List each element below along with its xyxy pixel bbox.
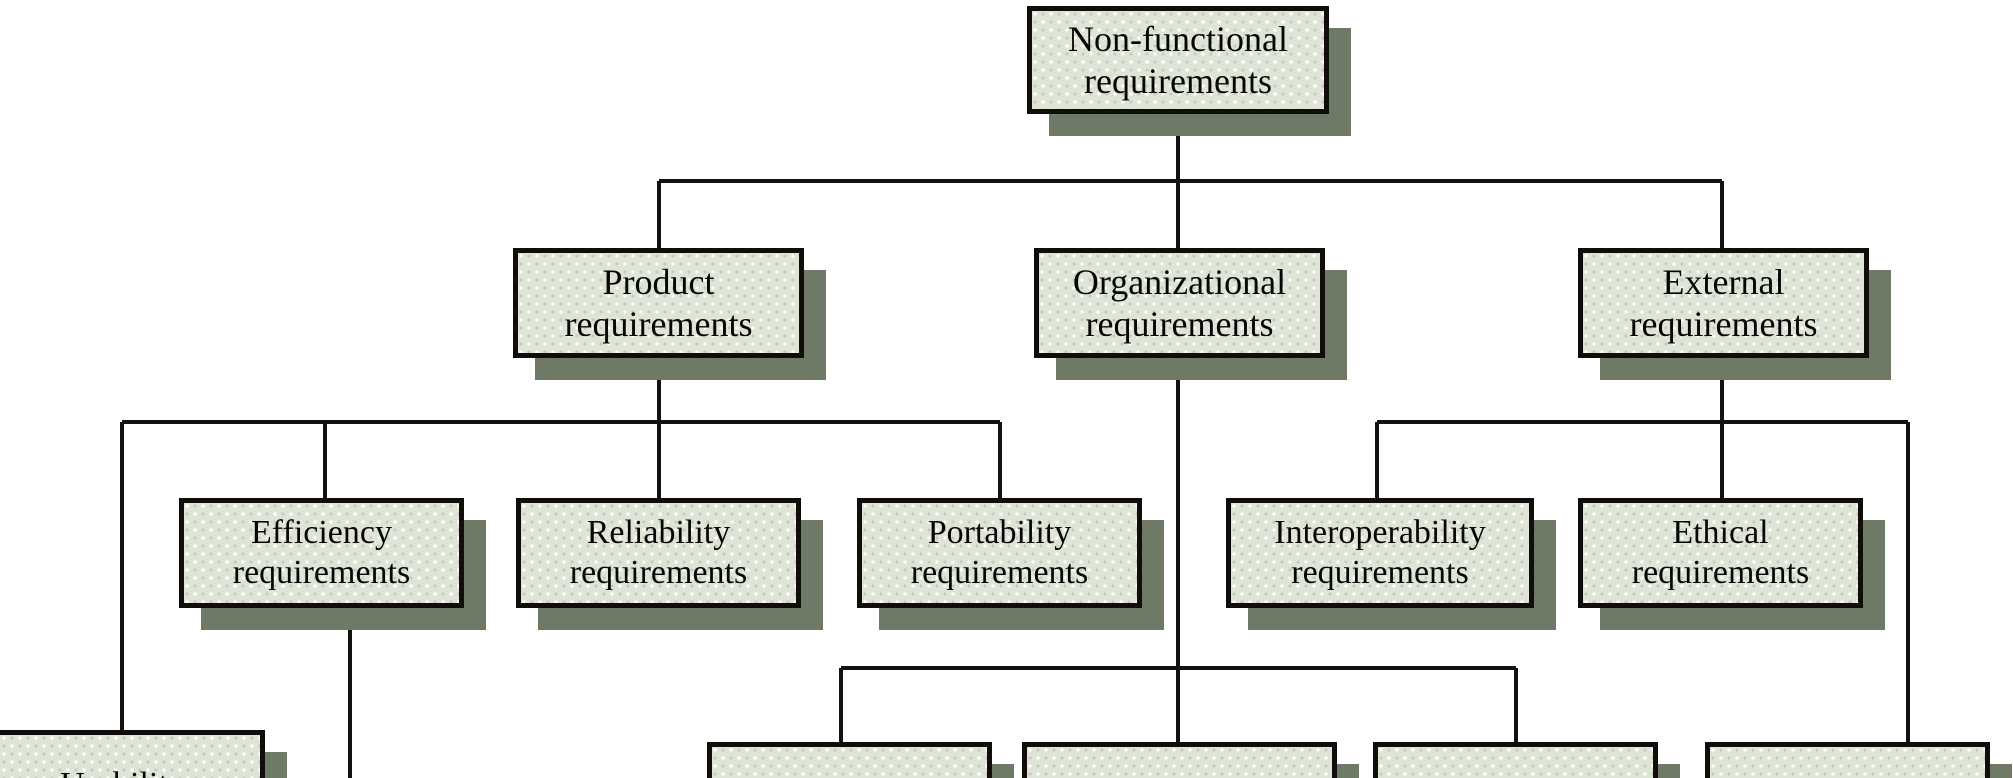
node-standards[interactable]: Standards [1373,742,1658,778]
node-label-line1: Product [602,261,715,302]
node-label-line1: Interoperability [1274,513,1486,551]
node-label-line2: requirements [1629,304,1818,344]
node-label-line1: Usability [60,765,185,778]
node-label-line1: Non-functional [1068,18,1288,59]
node-efficiency-requirements[interactable]: Efficiency requirements [179,498,464,608]
node-reliability-requirements[interactable]: Reliability requirements [516,498,801,608]
node-implementation[interactable]: Implementation [1022,742,1337,778]
node-portability-requirements[interactable]: Portability requirements [857,498,1142,608]
node-external-requirements[interactable]: External requirements [1578,248,1869,358]
node-label-line2: requirements [569,554,748,591]
node-product-requirements[interactable]: Product requirements [513,248,804,358]
node-label-line2: requirements [1631,554,1810,591]
node-label-line1: Organizational [1072,261,1287,302]
node-label-line2: requirements [564,304,753,344]
node-ethical-requirements[interactable]: Ethical requirements [1578,498,1863,608]
node-label-line2: requirements [1085,304,1274,344]
node-label-line1: Reliability [586,513,731,551]
node-legislative[interactable]: Legislative [1705,742,1990,778]
node-label-line2: requirements [1084,61,1272,101]
node-label-line2: requirements [910,554,1089,591]
node-label-line1: External [1662,261,1785,302]
node-nonfunctional-requirements[interactable]: Non-functional requirements [1027,6,1329,114]
node-label-line1: Efficiency [251,513,392,551]
node-label-line1: Ethical [1672,513,1769,551]
node-label-line1: Portability [927,513,1072,551]
node-organizational-requirements[interactable]: Organizational requirements [1034,248,1325,358]
node-delivery[interactable]: Delivery [707,742,992,778]
node-interoperability-requirements[interactable]: Interoperability requirements [1226,498,1534,608]
node-label-line2: requirements [1291,554,1469,591]
node-label-line2: requirements [232,554,411,591]
node-usability[interactable]: Usability [0,730,265,778]
